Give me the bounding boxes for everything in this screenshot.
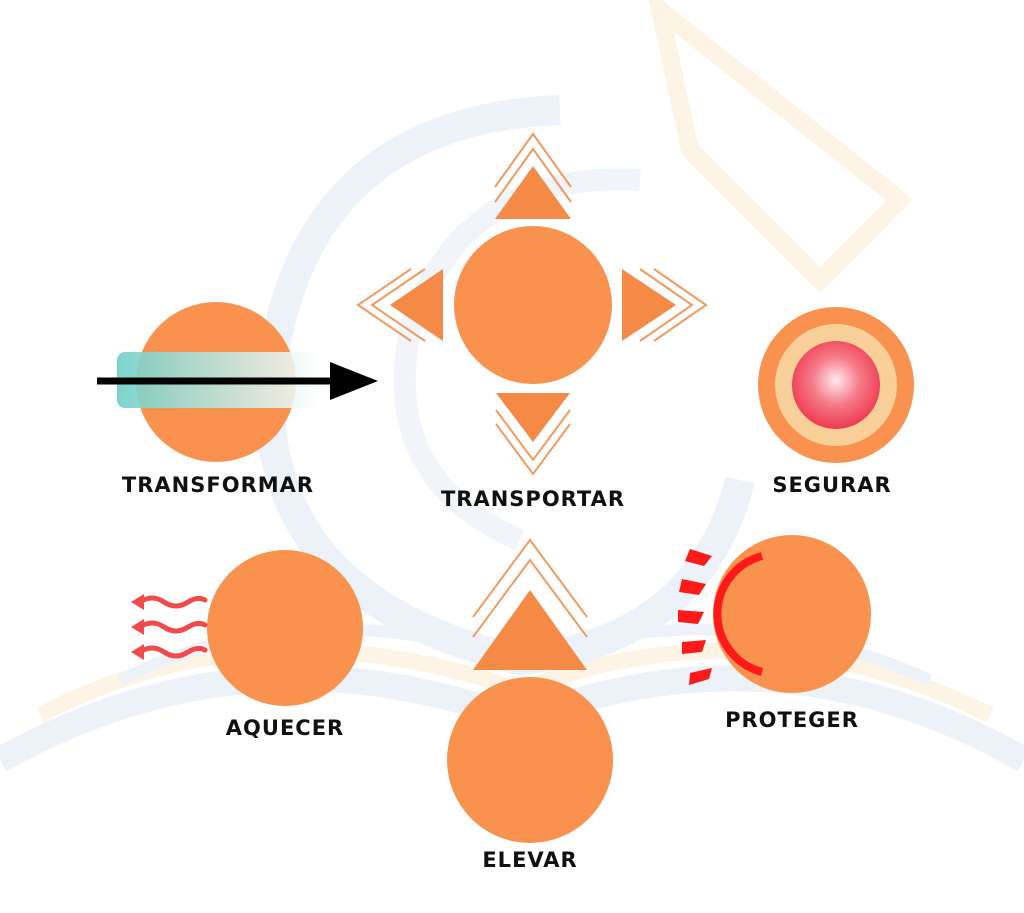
elevar-arrow-up (473, 590, 587, 670)
transportar-outline-left-1 (370, 268, 426, 342)
transformar-icon (97, 302, 378, 462)
proteger-circle (713, 535, 871, 693)
transportar-arrow-up (495, 166, 571, 219)
label-segurar: SEGURAR (772, 473, 892, 497)
transportar-arrow-right (622, 269, 676, 341)
label-aquecer: AQUECER (225, 716, 345, 740)
segurar-sphere (792, 341, 880, 429)
label-transformar: TRANSFORMAR (121, 473, 315, 497)
transportar-outline-up-2 (494, 147, 572, 203)
transportar-outline-left-2 (356, 268, 412, 342)
transportar-outline-right-2 (653, 268, 708, 342)
elevar-icon (447, 538, 613, 843)
transportar-outline-up-1 (494, 132, 572, 188)
proteger-impact-arrows (678, 549, 712, 685)
shield-arc-icon (713, 552, 764, 676)
elevar-outline-2 (472, 558, 588, 638)
segurar-icon (758, 307, 914, 463)
elevar-circle (447, 677, 613, 843)
transformar-arrow-head (330, 362, 378, 400)
aquecer-icon (131, 550, 363, 706)
aquecer-circle (207, 550, 363, 706)
label-proteger: PROTEGER (725, 708, 859, 732)
transportar-outline-down-2 (495, 423, 571, 476)
label-transportar: TRANSPORTAR (440, 487, 626, 511)
heat-waves-icon (137, 595, 208, 659)
proteger-icon (678, 535, 871, 693)
heat-wave-arrowheads (131, 594, 144, 660)
transportar-outline-right-1 (639, 268, 694, 342)
transportar-outline-down-1 (495, 409, 571, 462)
transportar-icon (356, 132, 708, 476)
transportar-arrow-left (390, 269, 443, 341)
transportar-arrow-down (496, 393, 570, 442)
label-elevar: ELEVAR (482, 848, 578, 872)
transportar-circle (454, 226, 612, 384)
elevar-outline-1 (472, 538, 588, 618)
